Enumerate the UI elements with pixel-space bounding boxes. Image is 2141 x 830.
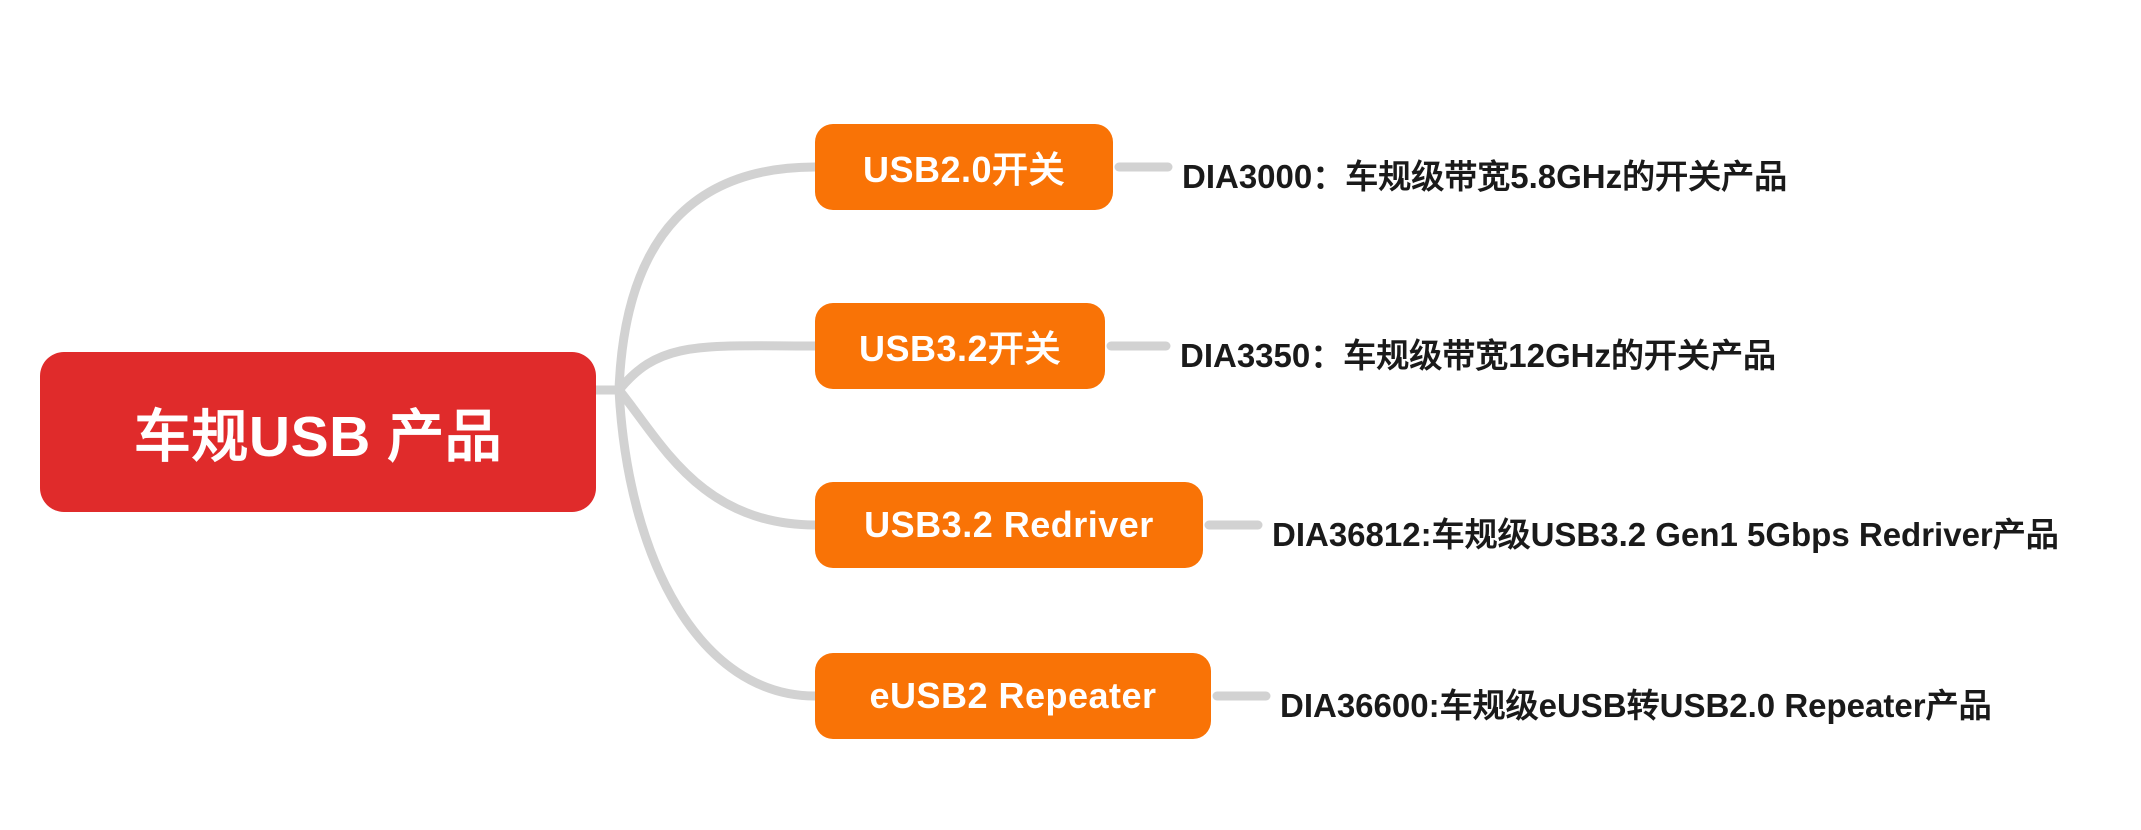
branch-description-usb32-redriver: DIA36812:车规级USB3.2 Gen1 5Gbps Redriver产品 xyxy=(1272,516,2059,553)
branch-node-eusb2-repeater[interactable]: eUSB2 Repeater xyxy=(815,653,1211,739)
branch-description-usb32-switch: DIA3350：车规级带宽12GHz的开关产品 xyxy=(1180,337,1776,374)
connector-curve-1 xyxy=(614,341,820,395)
branch-description-usb2-switch: DIA3000：车规级带宽5.8GHz的开关产品 xyxy=(1182,158,1788,195)
connector-curve-3 xyxy=(614,385,820,701)
branch-node-usb32-redriver[interactable]: USB3.2 Redriver xyxy=(815,482,1203,568)
branch-node-usb32-switch[interactable]: USB3.2开关 xyxy=(815,303,1105,389)
connector-curve-0 xyxy=(614,162,820,395)
branch-description-eusb2-repeater: DIA36600:车规级eUSB转USB2.0 Repeater产品 xyxy=(1280,687,1992,724)
mindmap-root-node[interactable]: 车规USB 产品 xyxy=(40,352,596,512)
branch-node-usb2-switch[interactable]: USB2.0开关 xyxy=(815,124,1113,210)
connector-curve-2 xyxy=(614,385,820,530)
